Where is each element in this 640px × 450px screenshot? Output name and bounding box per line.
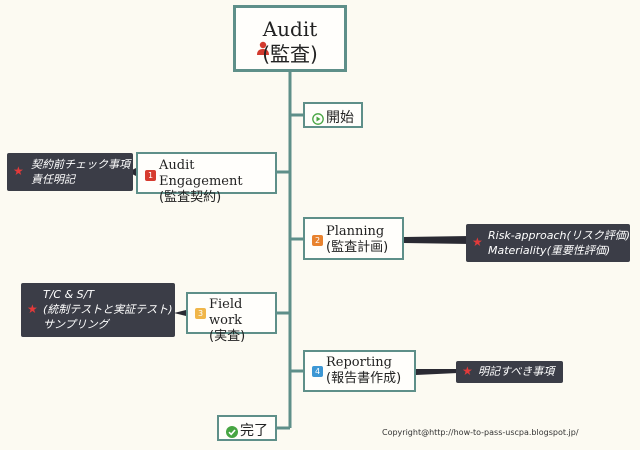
number-2-badge: 2 [312,235,323,246]
star-icon: ★ [13,164,24,178]
start-node[interactable]: 開始 [303,102,363,128]
note-line: T/C & S/T [43,288,95,301]
star-icon: ★ [27,302,38,316]
fieldwork-sublabel: (実査) [209,329,246,344]
number-1-badge: 1 [145,170,156,181]
engagement-note: ★ 契約前チェック事項 責任明記 [7,153,133,191]
root-title: Audit [262,17,318,41]
engagement-sublabel: (監査契約) [159,190,222,205]
play-icon [312,110,324,129]
person-icon [256,40,270,59]
note-line: 契約前チェック事項 [31,158,130,171]
planning-label: Planning [326,224,385,239]
engagement-label: Audit Engagement [159,158,243,189]
planning-sublabel: (監査計画) [326,240,389,255]
number-3-badge: 3 [195,308,206,319]
planning-node[interactable]: 2 Planning (監査計画) [303,217,404,260]
star-icon: ★ [472,235,483,249]
copyright-text: Copyright@http://how-to-pass-uscpa.blogs… [382,428,579,437]
reporting-label: Reporting [326,355,392,370]
end-node[interactable]: 完了 [217,415,277,441]
fieldwork-note: ★ T/C & S/T (統制テストと実証テスト) サンプリング [21,283,175,337]
engagement-node[interactable]: 1 Audit Engagement (監査契約) [136,152,277,205]
note-line: Risk-approach(リスク評価) [488,229,631,242]
planning-note: ★ Risk-approach(リスク評価) Materiality(重要性評価… [466,224,630,262]
root-node-audit[interactable]: Audit (監査) [233,5,347,72]
note-line: 責任明記 [31,173,75,186]
note-line: (統制テストと実証テスト) [43,303,173,316]
fieldwork-node[interactable]: 3 Field work (実査) [186,292,277,344]
root-subtitle: (監査) [262,42,318,66]
note-line: サンプリング [43,318,109,331]
end-label: 完了 [240,423,268,439]
reporting-note: ★ 明記すべき事項 [456,361,563,383]
check-circle-icon [226,423,238,442]
star-icon: ★ [462,364,473,378]
note-line: 明記すべき事項 [478,365,555,378]
fieldwork-label: Field work [209,297,243,328]
reporting-sublabel: (報告書作成) [326,371,402,386]
start-label: 開始 [326,110,354,126]
note-line: Materiality(重要性評価) [488,244,611,257]
reporting-node[interactable]: 4 Reporting (報告書作成) [303,350,416,392]
number-4-badge: 4 [312,366,323,377]
